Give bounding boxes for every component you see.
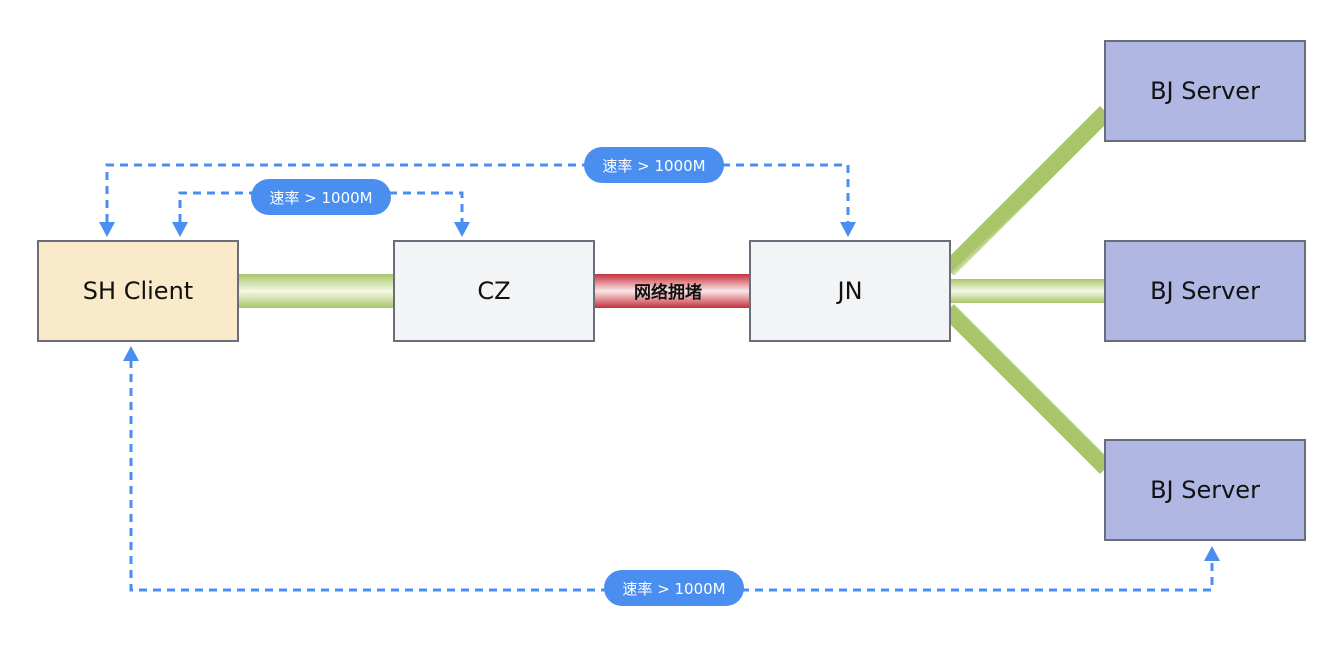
link-jn-bj-server-bottom <box>941 303 1113 475</box>
node-bj-server-top: BJ Server <box>1104 40 1306 142</box>
path-sh-to-bj <box>129 360 1214 592</box>
arrowhead-up-to-sh-client <box>123 346 139 361</box>
speed-pill-sh-to-bj: 速率 > 1000M <box>604 570 744 606</box>
node-sh-client: SH Client <box>37 240 239 342</box>
arrowhead-up-to-bj-server <box>1204 546 1220 561</box>
node-bj-server-bottom: BJ Server <box>1104 439 1306 541</box>
node-jn-label: JN <box>835 277 862 305</box>
link-jn-bj-server-middle <box>948 279 1106 303</box>
speed-pill-sh-to-jn: 速率 > 1000M <box>584 147 724 183</box>
arrowheads-layer <box>99 222 1220 561</box>
node-jn: JN <box>749 240 951 342</box>
speed-label-sh-to-bj: 速率 > 1000M <box>622 580 725 598</box>
speed-pill-sh-to-cz: 速率 > 1000M <box>251 179 391 215</box>
node-bj-server-bottom-label: BJ Server <box>1150 476 1260 504</box>
arrowhead-to-sh-client-outer <box>99 222 115 237</box>
arrowhead-to-cz <box>454 222 470 237</box>
node-bj-server-top-label: BJ Server <box>1150 77 1260 105</box>
node-bj-server-middle: BJ Server <box>1104 240 1306 342</box>
link-cz-jn-congested <box>594 274 752 308</box>
speed-label-sh-to-jn: 速率 > 1000M <box>602 157 705 175</box>
links-layer: 网络拥堵 <box>238 105 1113 475</box>
node-cz: CZ <box>393 240 595 342</box>
measurement-paths-layer <box>105 163 1214 592</box>
node-sh-client-label: SH Client <box>83 277 193 305</box>
arrowhead-to-sh-client-inner <box>172 222 188 237</box>
congestion-label: 网络拥堵 <box>634 282 702 303</box>
link-sh-client-cz <box>238 274 396 308</box>
node-cz-label: CZ <box>477 277 510 305</box>
path-sh-to-jn <box>105 163 850 222</box>
node-bj-server-middle-label: BJ Server <box>1150 277 1260 305</box>
arrowhead-to-jn <box>840 222 856 237</box>
link-jn-bj-server-top <box>941 105 1113 277</box>
speed-label-sh-to-cz: 速率 > 1000M <box>269 189 372 207</box>
